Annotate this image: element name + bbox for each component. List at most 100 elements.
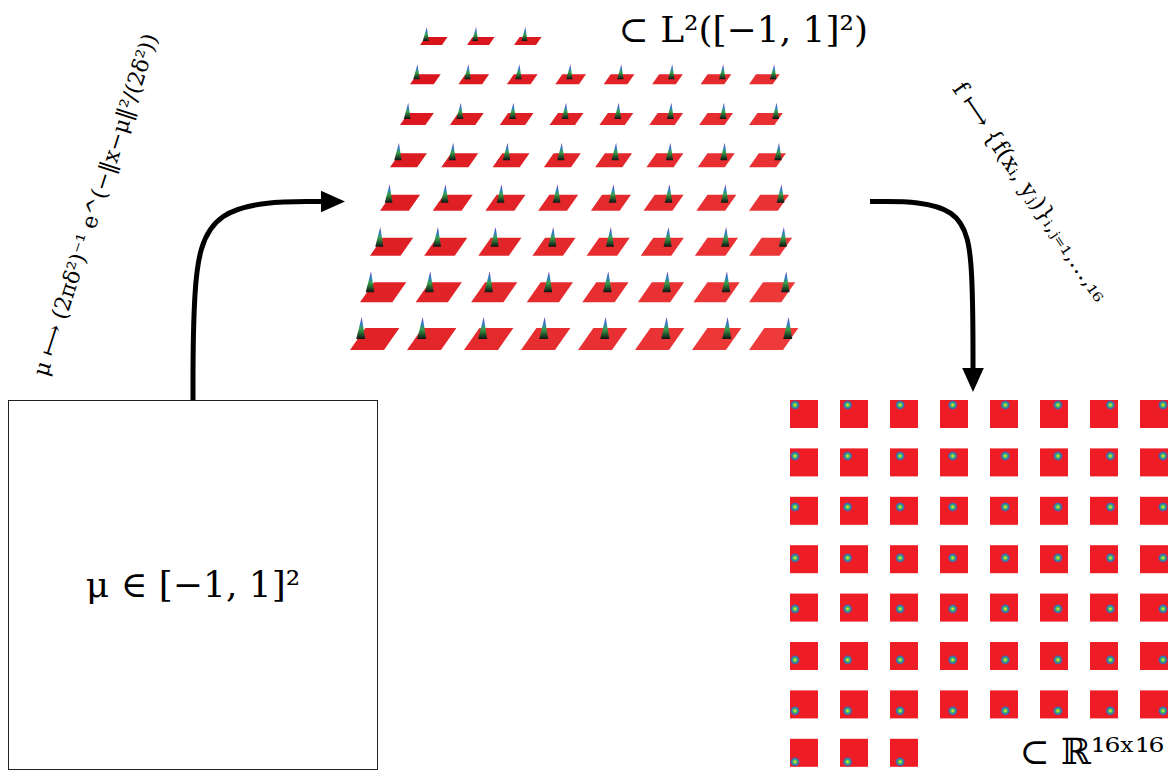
gaussian-peak: [721, 184, 729, 203]
image-square: [890, 642, 918, 670]
gaussian-peak: [404, 103, 411, 119]
sampled-image: [1140, 448, 1168, 476]
image-square: [890, 400, 918, 428]
gaussian-surface: [595, 143, 632, 167]
image-blob: [1158, 451, 1168, 461]
image-square: [1140, 545, 1168, 573]
image-square: [1090, 545, 1118, 573]
image-square: [790, 400, 818, 428]
image-square: [1040, 448, 1068, 476]
gaussian-surface: [696, 184, 736, 211]
gaussian-peak: [394, 143, 401, 160]
image-blob: [895, 502, 905, 512]
surface-tile: [433, 195, 473, 211]
surface-tile: [464, 328, 513, 350]
image-square: [990, 545, 1018, 573]
sampled-image: [790, 545, 818, 573]
gaussian-peak: [472, 27, 478, 41]
image-square: [840, 497, 868, 525]
gaussian-peak: [433, 227, 441, 247]
image-square: [890, 594, 918, 622]
sampled-image: [1140, 642, 1168, 670]
image-blob: [790, 604, 800, 614]
image-square: [1040, 545, 1068, 573]
image-square: [990, 642, 1018, 670]
image-blob: [1105, 706, 1115, 716]
image-square: [940, 642, 968, 670]
surface-tile: [500, 113, 534, 125]
gaussian-peak: [719, 64, 725, 79]
sampled-image: [790, 400, 818, 428]
sampled-image: [790, 497, 818, 525]
gaussian-surface: [749, 64, 780, 84]
sampled-image: [790, 448, 818, 476]
function-grid: ⊂ L²([−1, 1]²): [345, 6, 870, 382]
gaussian-peak: [600, 317, 609, 339]
gaussian-surface: [532, 227, 575, 256]
surface-tile: [450, 113, 484, 125]
surface-tile: [424, 238, 467, 256]
image-blob: [1053, 553, 1063, 563]
gaussian-peak: [722, 317, 731, 339]
sampled-image: [790, 594, 818, 622]
sampled-image: [1140, 497, 1168, 525]
gaussian-surface: [582, 271, 628, 302]
image-square: [790, 739, 818, 767]
gaussian-peak: [779, 227, 787, 247]
image-blob: [1000, 706, 1010, 716]
image-blob: [843, 451, 853, 461]
surface-tile: [635, 328, 684, 350]
sampled-image: [1040, 448, 1068, 476]
gaussian-surface: [604, 64, 635, 84]
gaussian-surface: [544, 143, 581, 167]
gaussian-surface: [500, 103, 534, 125]
sampled-image: [890, 642, 918, 670]
sampled-image: [1140, 690, 1168, 718]
gaussian-peak: [770, 64, 776, 79]
gaussian-peak: [423, 27, 429, 41]
gaussian-surface: [467, 27, 495, 45]
sampled-image: [790, 642, 818, 670]
image-square: [940, 690, 968, 718]
sampled-image: [1140, 594, 1168, 622]
surface-tile: [441, 153, 478, 167]
image-blob: [1053, 400, 1063, 410]
gaussian-surface: [416, 271, 462, 302]
gaussian-peak: [509, 103, 516, 119]
sampled-image: [840, 690, 868, 718]
image-square: [840, 739, 868, 767]
surface-tile: [471, 282, 517, 302]
gaussian-peak: [478, 317, 487, 339]
image-blob: [1053, 604, 1063, 614]
image-square: [1040, 497, 1068, 525]
image-blob: [1105, 451, 1115, 461]
sampled-image: [990, 690, 1018, 718]
gaussian-peak: [562, 103, 569, 119]
gaussian-surface: [390, 143, 427, 167]
sampled-image: [1040, 594, 1068, 622]
image-blob: [1053, 655, 1063, 665]
image-square: [1140, 594, 1168, 622]
sampled-image: [890, 545, 918, 573]
gaussian-surface: [380, 184, 420, 211]
image-blob: [790, 655, 800, 665]
image-blob: [948, 553, 958, 563]
gaussian-surface: [493, 143, 530, 167]
image-blob: [1105, 553, 1115, 563]
image-blob: [948, 502, 958, 512]
image-square: [1140, 497, 1168, 525]
image-blob: [1158, 706, 1168, 716]
image-square: [940, 497, 968, 525]
surface-tile: [641, 238, 684, 256]
image-blob: [843, 604, 853, 614]
image-blob: [948, 604, 958, 614]
gaussian-surface: [692, 317, 741, 350]
image-blob: [895, 451, 905, 461]
gaussian-peak: [663, 227, 671, 247]
gaussian-peak: [609, 184, 617, 203]
sampled-image: [1040, 400, 1068, 428]
image-blob: [843, 400, 853, 410]
image-square: [1040, 690, 1068, 718]
gaussian-peak: [449, 143, 456, 160]
sampled-image: [990, 400, 1018, 428]
